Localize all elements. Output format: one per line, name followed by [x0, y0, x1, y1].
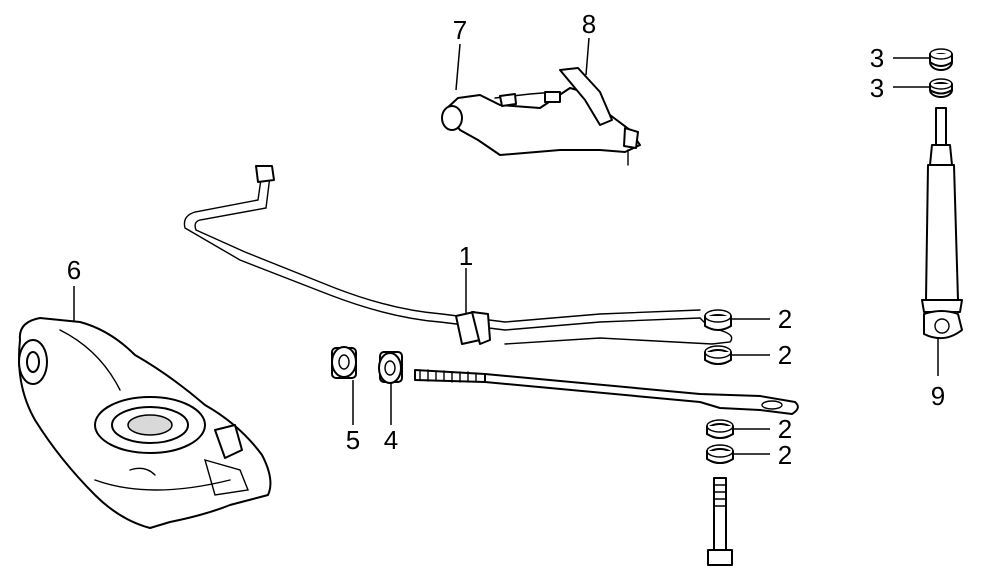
- callout-4: 4: [383, 425, 399, 455]
- stabilizer-bar-part-1: [183, 165, 733, 345]
- upper-control-arm-part-7-8: [441, 67, 641, 166]
- strut-rod: [414, 369, 799, 415]
- bushing-part-3-b: [929, 78, 953, 98]
- callout-2-b: 2: [777, 340, 793, 370]
- callout-2-d: 2: [777, 440, 793, 470]
- bushing-part-3-a: [929, 48, 953, 71]
- bushing-part-2-c: [706, 419, 734, 439]
- bolt: [707, 477, 733, 566]
- callout-6: 6: [66, 255, 82, 285]
- leader-lines: [73, 37, 939, 455]
- lower-control-arm-part-6: [18, 317, 272, 529]
- bushing-part-2-d: [706, 444, 734, 464]
- bushing-part-2-b: [704, 345, 732, 365]
- bushing-part-5: [331, 346, 357, 379]
- bushing-part-2-a: [704, 309, 732, 331]
- callout-3-b: 3: [869, 73, 885, 103]
- callout-8: 8: [581, 9, 597, 39]
- callout-2-a: 2: [777, 304, 793, 334]
- callout-3-a: 3: [869, 43, 885, 73]
- bushing-part-4: [378, 351, 403, 384]
- shock-absorber-part-9: [921, 107, 963, 340]
- callout-1: 1: [458, 241, 474, 271]
- callout-5: 5: [345, 425, 361, 455]
- callout-7: 7: [452, 15, 468, 45]
- callout-2-c: 2: [777, 414, 793, 444]
- callout-9: 9: [930, 381, 946, 411]
